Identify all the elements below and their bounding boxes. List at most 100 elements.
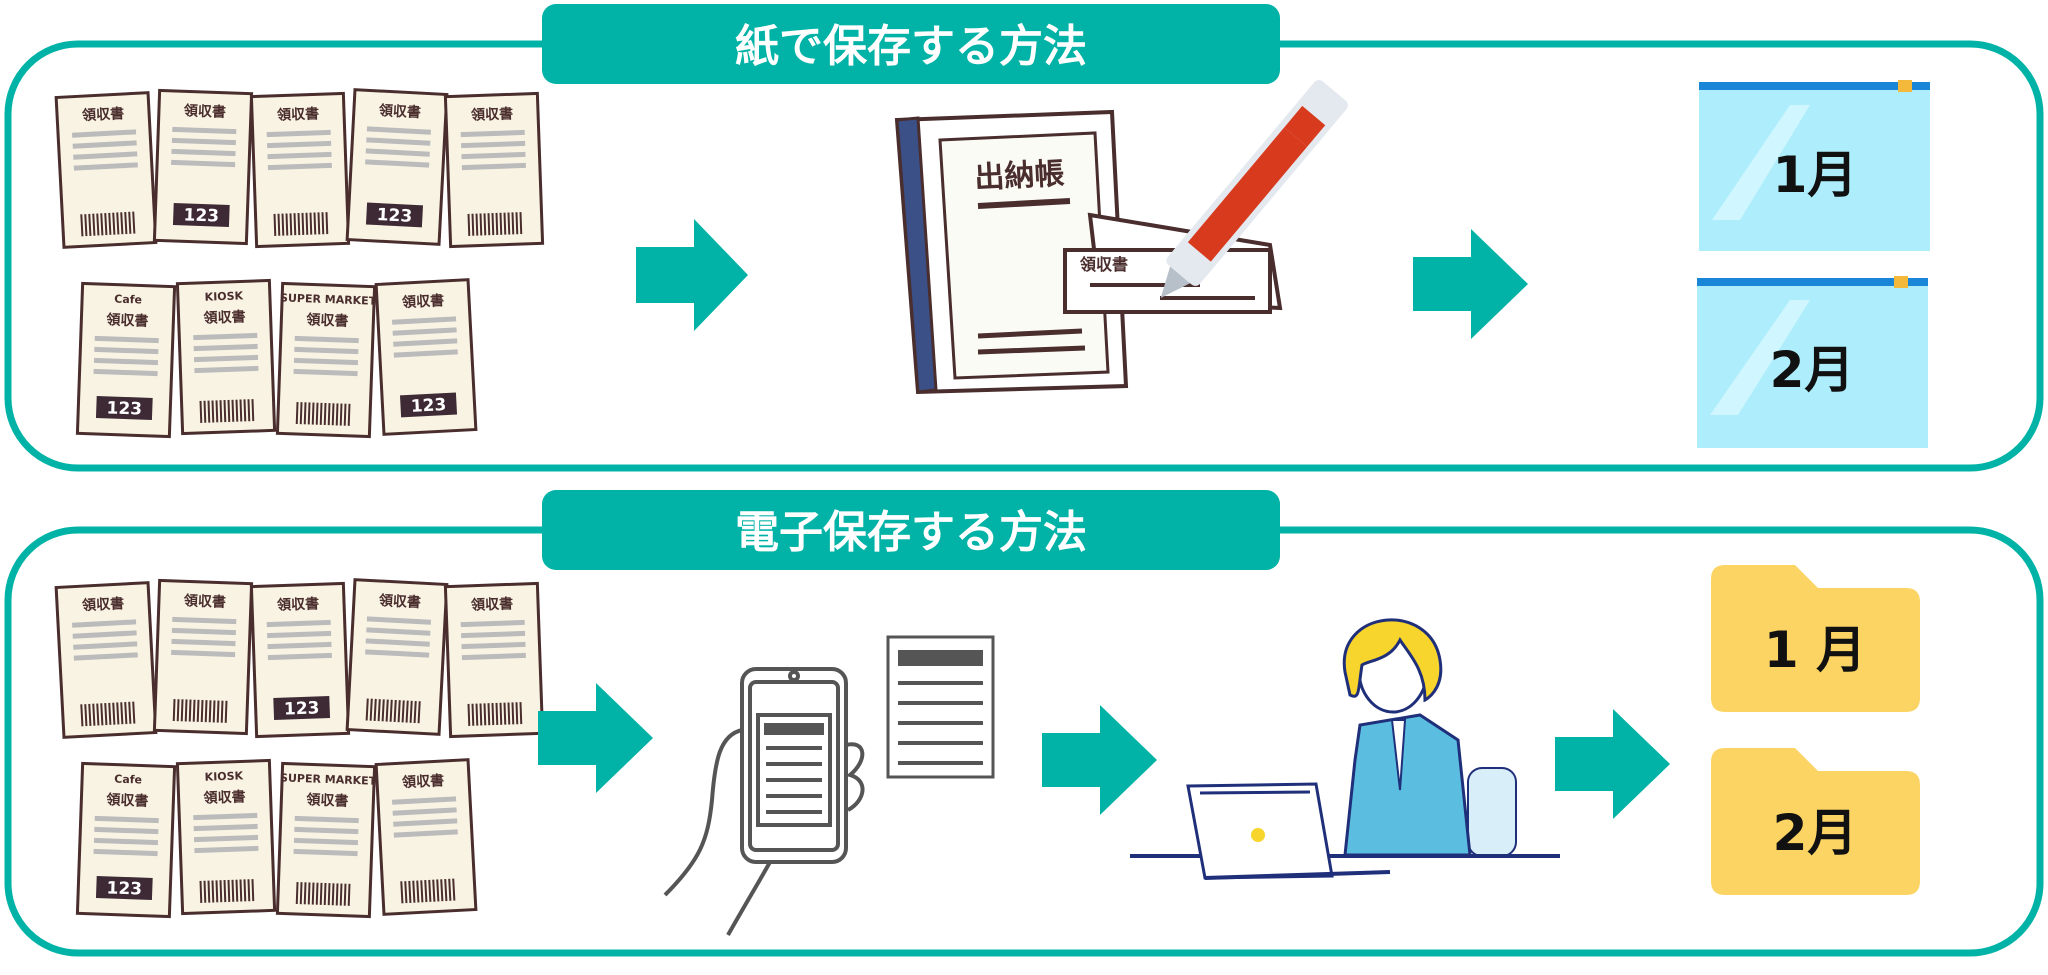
receipt-title: 領収書: [184, 592, 227, 610]
receipt-title: 領収書: [203, 308, 246, 326]
barcode-bar: [92, 213, 96, 236]
barcode-bar: [405, 700, 409, 723]
barcode-bar: [412, 880, 416, 903]
barcode-bar: [203, 880, 207, 903]
barcode-bar: [471, 703, 475, 726]
barcode-bar: [311, 402, 315, 425]
barcode-bar: [277, 213, 281, 236]
barcode-bar: [507, 702, 511, 725]
arrow-right-icon: [636, 219, 748, 331]
barcode-bar: [503, 702, 507, 725]
barcode-bar: [503, 212, 507, 235]
barcode-bar: [285, 213, 289, 236]
barcode-bar: [215, 880, 219, 903]
barcode-bar: [243, 399, 247, 422]
receipt: 領収書: [54, 91, 158, 249]
barcode-bar: [323, 402, 327, 426]
ledger-title: 出納帳: [974, 156, 1066, 196]
barcode-bar: [281, 213, 285, 236]
receipt-title: 領収書: [378, 592, 421, 611]
barcode-bar: [401, 700, 405, 723]
barcode-bar: [491, 213, 495, 236]
barcode-bar: [483, 703, 487, 726]
barcode-bar: [128, 701, 132, 724]
barcode-bar: [100, 703, 104, 726]
barcode-bar: [495, 212, 499, 235]
barcode-bar: [204, 700, 208, 723]
barcode-bar: [247, 879, 251, 902]
barcode-bar: [409, 700, 413, 723]
barcode-bar: [413, 700, 417, 724]
barcode-bar: [499, 212, 503, 235]
barcode-bar: [120, 702, 124, 725]
barcode-bar: [467, 213, 471, 236]
barcode-bar: [293, 213, 297, 236]
barcode-bar: [331, 883, 335, 906]
receipt-title: 領収書: [402, 292, 445, 311]
barcode-bar: [243, 879, 247, 902]
barcode-bar: [88, 213, 92, 236]
barcode-bar: [96, 703, 100, 726]
barcode-bar: [327, 883, 331, 906]
barcode-bar: [313, 212, 317, 235]
barcode-bar: [432, 879, 436, 902]
barcode-bar: [515, 702, 519, 725]
barcode-bar: [373, 698, 377, 721]
receipt-pile: 領収書領収書領収書123領収書領収書Cafe領収書123KIOSK領収書SUPE…: [54, 578, 545, 919]
barcode-bar: [216, 700, 220, 723]
shop-name: SUPER MARKET: [280, 771, 377, 787]
receipt: 領収書: [443, 91, 545, 249]
barcode-bar: [475, 703, 479, 726]
barcode-bar: [343, 403, 347, 426]
receipt-title: 領収書: [203, 788, 246, 806]
barcode-bar: [377, 699, 381, 722]
arrow-right-icon: [1042, 705, 1157, 815]
barcode-bar: [212, 700, 216, 723]
barcode-bar: [347, 403, 351, 426]
digital-section-tab: [542, 490, 1280, 570]
receipt-amount: 123: [376, 205, 412, 227]
receipt: 領収書: [345, 578, 449, 736]
ledger-book-icon: 出納帳: [894, 109, 1129, 395]
barcode-bar: [487, 703, 491, 726]
barcode-bar: [112, 702, 116, 725]
barcode-bar: [80, 704, 84, 727]
barcode-bar: [479, 213, 483, 236]
barcode-bar: [335, 883, 339, 906]
barcode-bar: [483, 213, 487, 236]
barcode-bar: [319, 882, 323, 905]
folder-january: 1 月: [1711, 565, 1920, 712]
barcode-bar: [199, 400, 203, 423]
barcode-bar: [116, 702, 120, 725]
barcode-bar: [289, 213, 293, 236]
barcode-bar: [223, 400, 227, 423]
barcode-bar: [475, 213, 479, 236]
barcode-bar: [120, 212, 124, 235]
bag-label: 2月: [1770, 341, 1855, 399]
barcode-bar: [192, 699, 196, 722]
receipt: 領収書: [443, 581, 545, 739]
shop-name: Cafe: [114, 293, 142, 307]
digital-section: 電子保存する方法 領収書領収書領収書123領収書領収書Cafe領収書123KIO…: [4, 490, 2044, 957]
shop-name: KIOSK: [204, 769, 243, 783]
barcode-bar: [519, 212, 523, 235]
barcode-bar: [199, 880, 203, 903]
zip-bag-february: 2月: [1697, 276, 1928, 448]
barcode-bar: [385, 699, 389, 722]
barcode-bar: [207, 880, 211, 903]
receipt: 領収書: [152, 578, 254, 736]
receipt-title: 領収書: [82, 595, 125, 614]
barcode-bar: [299, 882, 303, 905]
barcode-bar: [417, 701, 421, 724]
digital-section-title: 電子保存する方法: [735, 507, 1087, 558]
barcode-bar: [495, 702, 499, 725]
barcode-bar: [339, 403, 343, 426]
barcode-bar: [223, 880, 227, 903]
barcode-bar: [515, 212, 519, 235]
barcode-bar: [180, 699, 184, 722]
barcode-bar: [84, 214, 88, 237]
